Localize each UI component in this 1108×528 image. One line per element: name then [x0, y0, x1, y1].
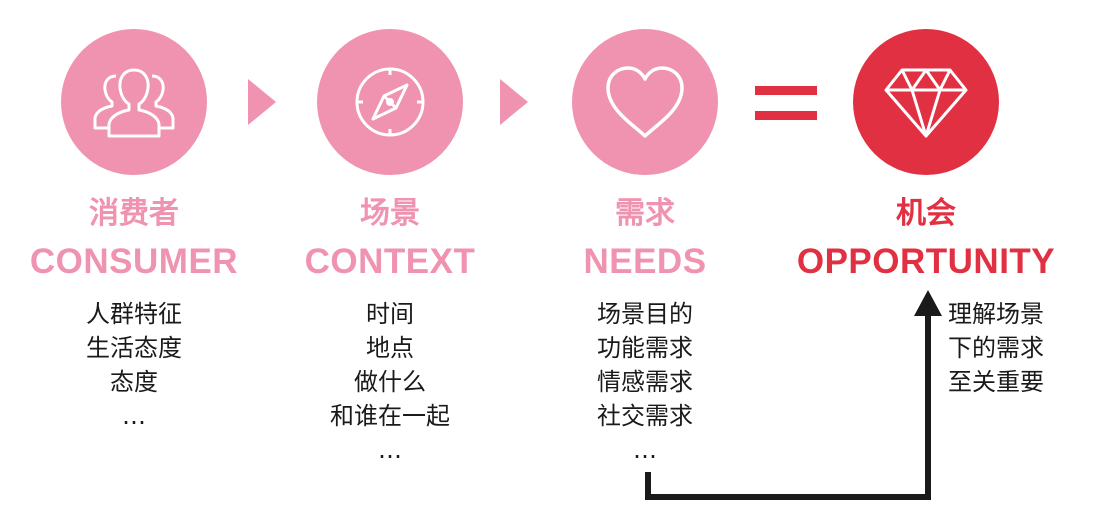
- desc-line: 时间: [366, 300, 414, 328]
- desc-line: 功能需求: [597, 334, 693, 362]
- desc-line: 至关重要: [948, 368, 1044, 396]
- desc-line: 社交需求: [597, 402, 693, 430]
- desc-line: 场景目的: [597, 300, 693, 328]
- desc-line: 理解场景: [948, 300, 1044, 328]
- needs-desc: 场景目的 功能需求 情感需求 社交需求 …: [545, 297, 745, 467]
- consumer-title-cn: 消费者: [89, 196, 179, 231]
- flow-arrow-1: [248, 79, 276, 125]
- compass-icon: [355, 67, 425, 137]
- desc-line: 人群特征: [86, 300, 182, 328]
- consumer-title-en: CONSUMER: [29, 242, 239, 281]
- equals-bar-top: [755, 86, 817, 95]
- desc-line: 生活态度: [86, 334, 182, 362]
- desc-line: …: [633, 436, 657, 464]
- desc-line: 做什么: [354, 368, 426, 396]
- needs-circle: [572, 29, 718, 175]
- consumer-desc: 人群特征 生活态度 态度 …: [34, 297, 234, 433]
- opportunity-circle: [853, 29, 999, 175]
- heart-icon: [606, 66, 684, 138]
- flow-arrow-2: [500, 79, 528, 125]
- context-title-en: CONTEXT: [304, 242, 476, 281]
- desc-line: …: [378, 436, 402, 464]
- opportunity-desc: 理解场景 下的需求 至关重要: [948, 297, 1108, 399]
- context-desc: 时间 地点 做什么 和谁在一起 …: [290, 297, 490, 467]
- diamond-icon: [884, 68, 968, 138]
- needs-title-en: NEEDS: [583, 242, 707, 281]
- desc-line: 态度: [110, 368, 158, 396]
- consumer-circle: [61, 29, 207, 175]
- desc-line: 地点: [366, 334, 414, 362]
- group-people-icon: [93, 68, 175, 138]
- context-title-cn: 场景: [360, 196, 420, 231]
- desc-line: …: [122, 402, 146, 430]
- needs-title-cn: 需求: [615, 196, 675, 231]
- opportunity-title-cn: 机会: [896, 196, 956, 231]
- desc-line: 下的需求: [948, 334, 1044, 362]
- desc-line: 情感需求: [597, 368, 693, 396]
- equals-bar-bottom: [755, 111, 817, 120]
- equals-sign: [755, 86, 817, 120]
- opportunity-title-en: OPPORTUNITY: [796, 242, 1056, 281]
- context-circle: [317, 29, 463, 175]
- feedback-arrow-line: [645, 310, 931, 500]
- feedback-arrow-head: [914, 290, 942, 316]
- desc-line: 和谁在一起: [330, 402, 450, 430]
